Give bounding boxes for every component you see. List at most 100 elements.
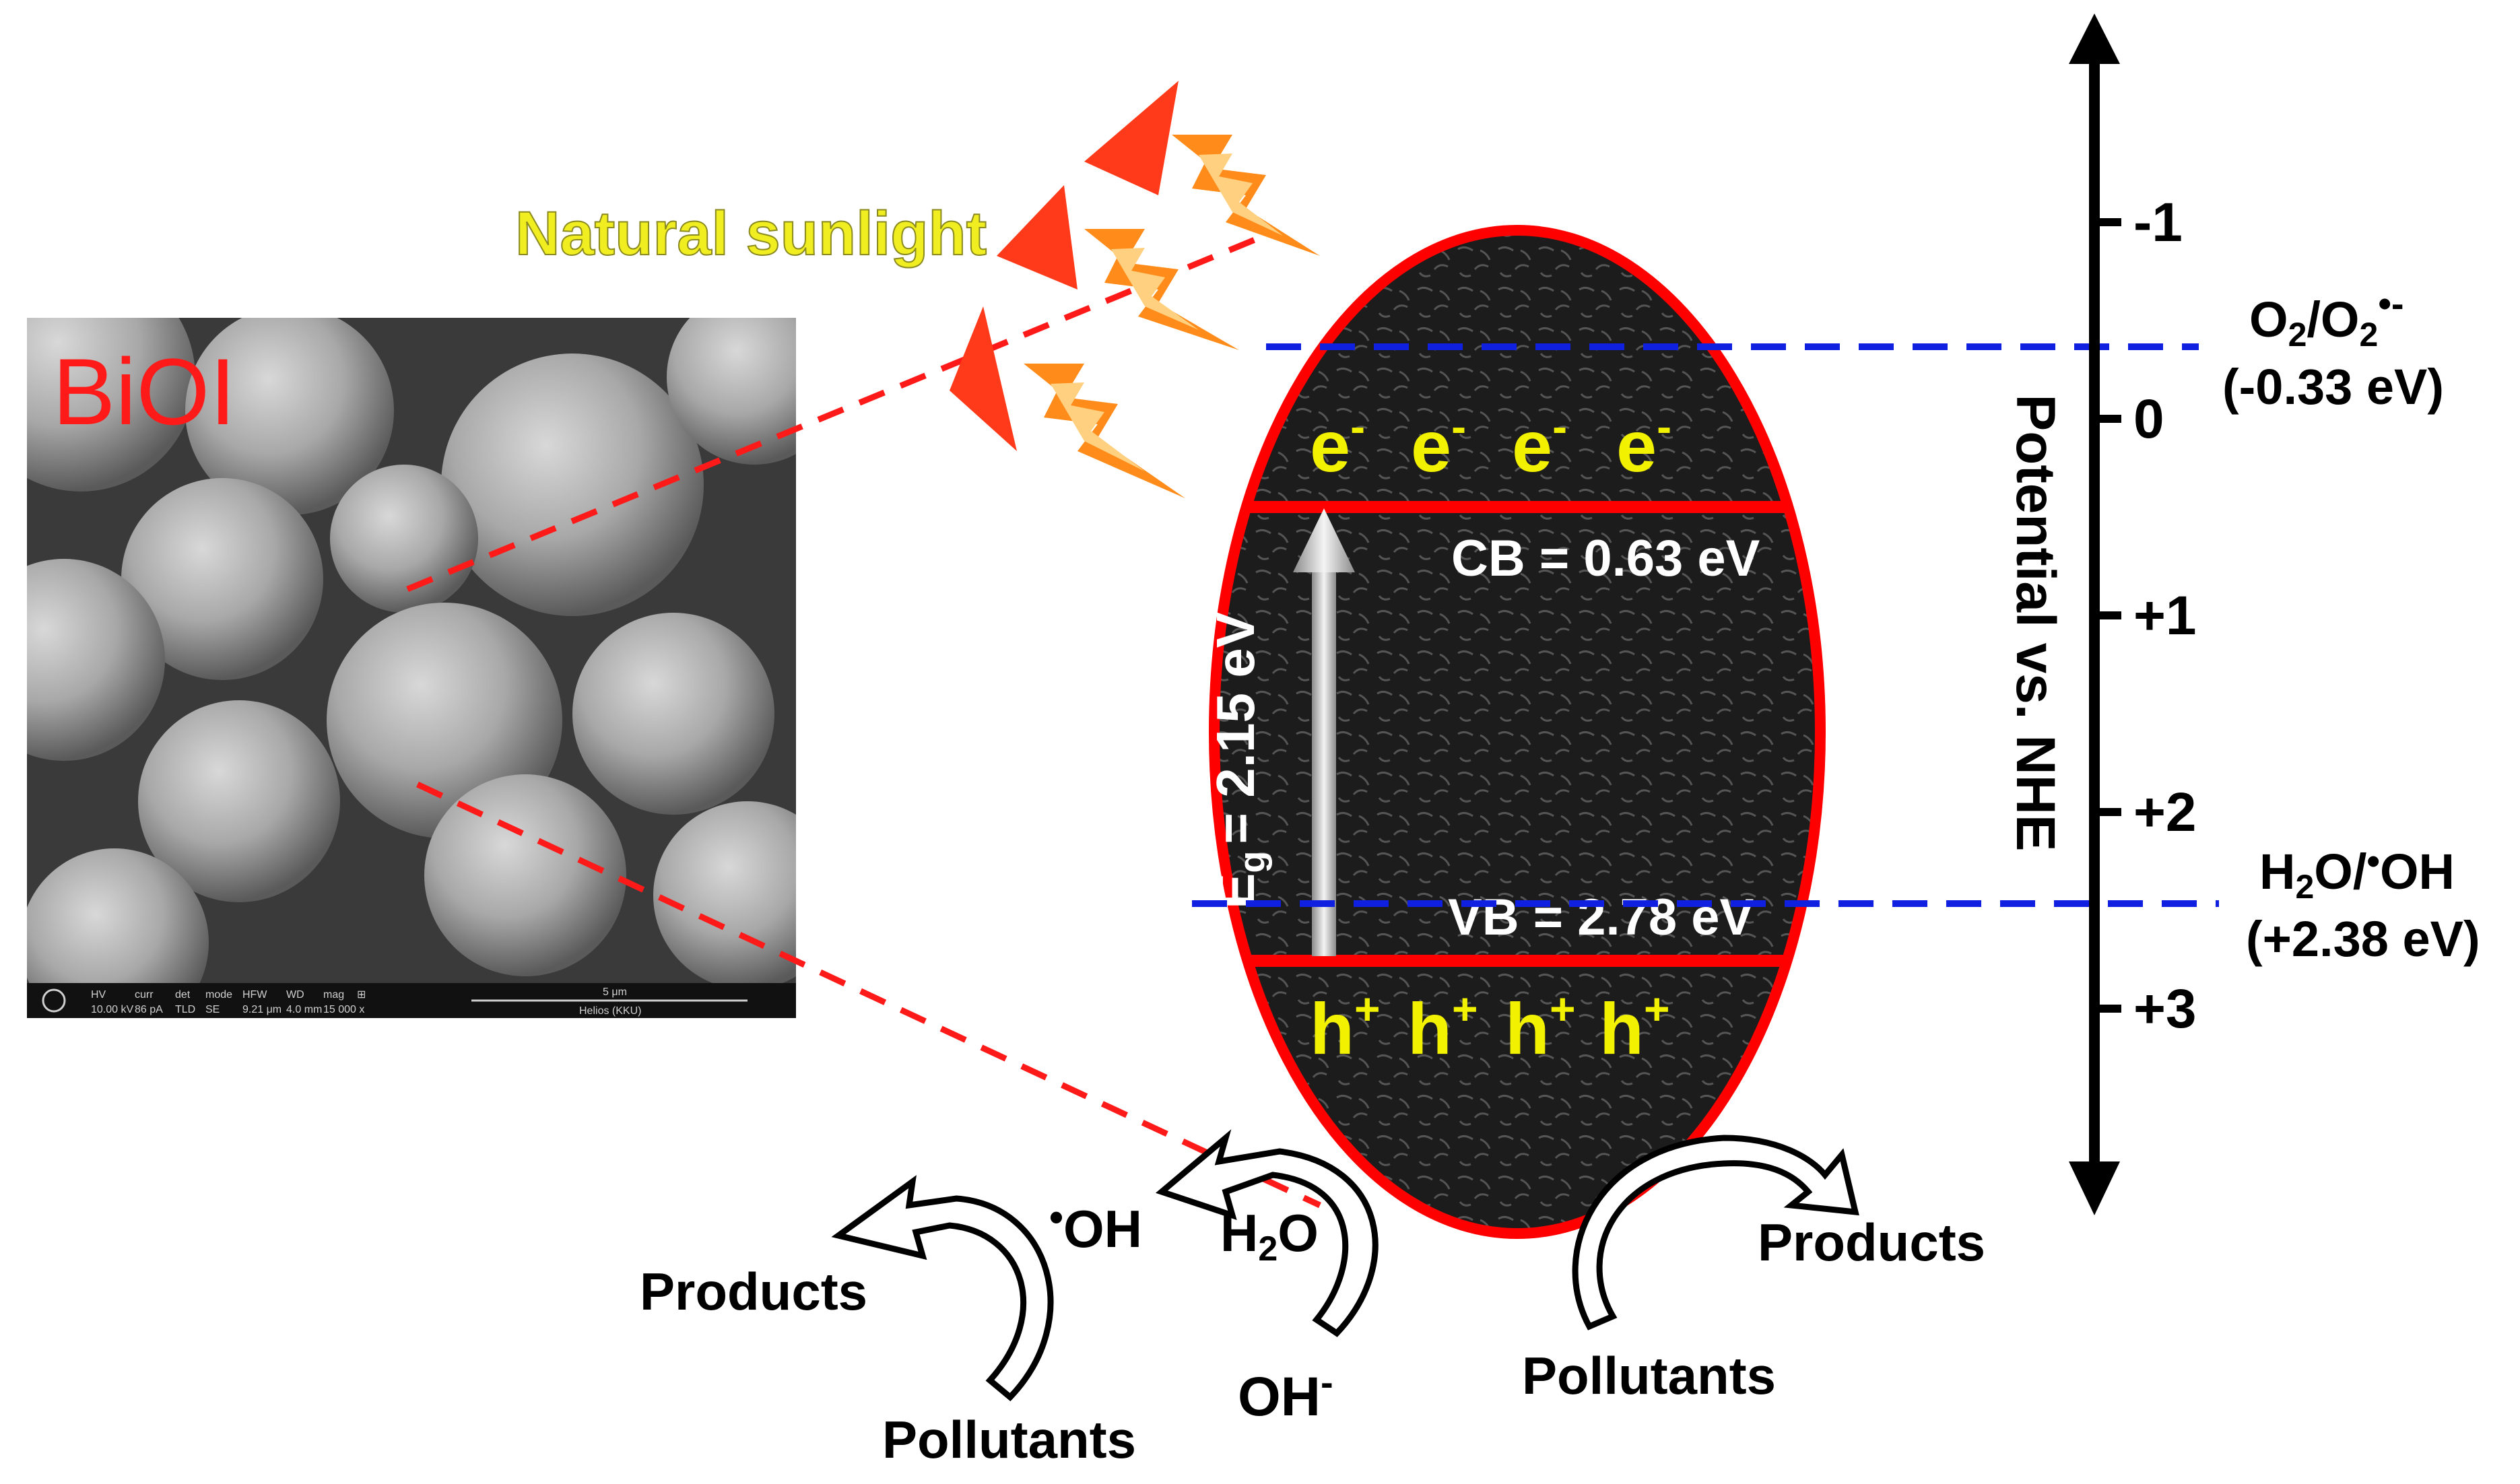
sem-info-field: HFW (242, 989, 267, 1001)
o2-species-label: O2/O2•- (2249, 282, 2404, 353)
sem-sphere (667, 318, 796, 465)
sem-info-value: 10.00 kV (91, 1004, 133, 1015)
sem-instrument-label: Helios (KKU) (579, 1005, 641, 1017)
electron-symbol: e (1616, 405, 1657, 487)
left-pollutants-label: Pollutants (882, 1410, 1136, 1469)
zoom-line-bottom (416, 781, 1321, 1209)
sem-sphere (653, 801, 796, 990)
sem-info-field: mode (205, 989, 232, 1001)
hole-row: h+h+h+h+ (1310, 984, 1670, 1069)
axis-tick-label: -1 (2133, 192, 2183, 253)
vb-band-line (1214, 955, 1820, 967)
left-products-label: Products (640, 1262, 867, 1321)
sem-info-field: mag (323, 989, 344, 1001)
hole-symbol: h (1599, 988, 1644, 1069)
right-degradation-arrow-icon (1572, 1135, 1859, 1330)
left-degradation-arrow-icon (831, 1175, 1054, 1402)
axis-arrow-up-icon (2069, 13, 2120, 64)
bandgap-value: = 2.15 eV (1205, 612, 1265, 844)
hole-charge: + (1452, 984, 1478, 1034)
sem-sphere (185, 318, 394, 515)
sem-info-field: det (175, 989, 191, 1001)
sem-info-value: 86 pA (135, 1004, 163, 1015)
electron-symbol: e (1512, 405, 1552, 487)
axis-arrow-down-icon (2069, 1161, 2120, 1215)
sem-info-value: SE (205, 1004, 220, 1015)
cb-label: CB = 0.63 eV (1451, 530, 1760, 587)
sem-sphere (121, 478, 323, 680)
electron-charge: - (1552, 401, 1567, 451)
hole-charge: + (1354, 984, 1381, 1034)
sem-logo-icon (42, 988, 66, 1013)
redox-labels: O2/O2•- (-0.33 eV) H2O/•OH (+2.38 eV) (2222, 282, 2480, 967)
hole-label: h+ (1310, 984, 1381, 1069)
sem-sphere (138, 700, 340, 902)
sem-scale-label: 5 μm (603, 986, 627, 998)
electron-charge: - (1350, 401, 1365, 451)
sem-info-field: curr (135, 989, 154, 1001)
oh-radical-label: •OH (1049, 1194, 1142, 1258)
sem-info-value: 4.0 mm (286, 1004, 322, 1015)
electron-label: e- (1616, 401, 1671, 487)
hole-charge: + (1550, 984, 1576, 1034)
sem-sphere (424, 774, 626, 976)
hole-charge: + (1644, 984, 1670, 1034)
hole-symbol: h (1505, 988, 1550, 1069)
photocatalyst-particle: e-e-e-e- h+h+h+h+ CB = 0.63 eV VB = 2.78… (1205, 225, 1826, 1239)
bandgap-arrow (1293, 508, 1355, 956)
axis-tick-label: +2 (2133, 782, 2197, 843)
particle-outline (1209, 225, 1826, 1239)
hole-symbol: h (1407, 988, 1452, 1069)
hole-label: h+ (1599, 984, 1670, 1069)
axis-title: Potential vs. NHE (2005, 395, 2066, 852)
o2-value-label: (-0.33 eV) (2222, 359, 2444, 415)
electron-row: e-e-e-e- (1310, 401, 1671, 487)
electron-label: e- (1310, 401, 1365, 487)
sunlight-bolts: Natural sunlight (515, 81, 1320, 498)
bandgap-label: Eg= 2.15 eV (1205, 612, 1273, 909)
band-lines (1214, 501, 1820, 967)
sunlight-bolt-icon (997, 185, 1239, 350)
electron-label: e- (1512, 401, 1567, 487)
vb-label: VB = 2.78 eV (1448, 889, 1754, 946)
hydroxide-label: OH- (1238, 1361, 1333, 1427)
axis-tick-label: +1 (2133, 585, 2197, 646)
sem-sphere (27, 848, 209, 1018)
axis-ticks: -1 0 +1 +2 +3 (2094, 192, 2197, 1040)
sunlight-label: Natural sunlight (515, 199, 987, 268)
h2o-species-label: H2O/•OH (2259, 840, 2455, 906)
sem-info-value: 9.21 μm (242, 1004, 281, 1015)
sem-info-value: TLD (175, 1004, 195, 1015)
sem-info-field: HV (91, 989, 106, 1001)
sem-spheres (27, 318, 796, 1018)
cb-band-line (1214, 501, 1820, 513)
potential-axis: -1 0 +1 +2 +3 Potential vs. NHE (2005, 13, 2197, 1215)
sunlight-bolt-icon (1084, 81, 1320, 256)
zoom-line-top (406, 229, 1274, 593)
sem-info-field: ⊞ (357, 989, 366, 1001)
axis-tick-label: +3 (2133, 978, 2197, 1040)
sem-sphere (330, 465, 478, 613)
right-pollutants-label: Pollutants (1522, 1346, 1776, 1405)
hole-label: h+ (1407, 984, 1478, 1069)
particle-body (1214, 230, 1820, 1234)
sem-sphere (27, 559, 165, 761)
sem-info-field: WD (286, 989, 304, 1001)
electron-symbol: e (1411, 405, 1451, 487)
electron-charge: - (1451, 401, 1466, 451)
bandgap-subscript: g (1232, 851, 1273, 873)
right-products-label: Products (1758, 1213, 1985, 1272)
sunlight-bolt-icon (950, 306, 1185, 498)
electron-symbol: e (1310, 405, 1350, 487)
reaction-labels: Products Pollutants •OH H2O OH- Products… (640, 1194, 1985, 1469)
redox-lines (1192, 343, 2219, 907)
axis-tick-label: 0 (2133, 389, 2164, 450)
zoom-lines (406, 229, 1321, 1209)
reaction-arrows (831, 1129, 1859, 1402)
h2o-value-label: (+2.38 eV) (2246, 911, 2480, 967)
water-label: H2O (1220, 1203, 1319, 1269)
water-oxidation-arrow-icon (1155, 1129, 1379, 1337)
